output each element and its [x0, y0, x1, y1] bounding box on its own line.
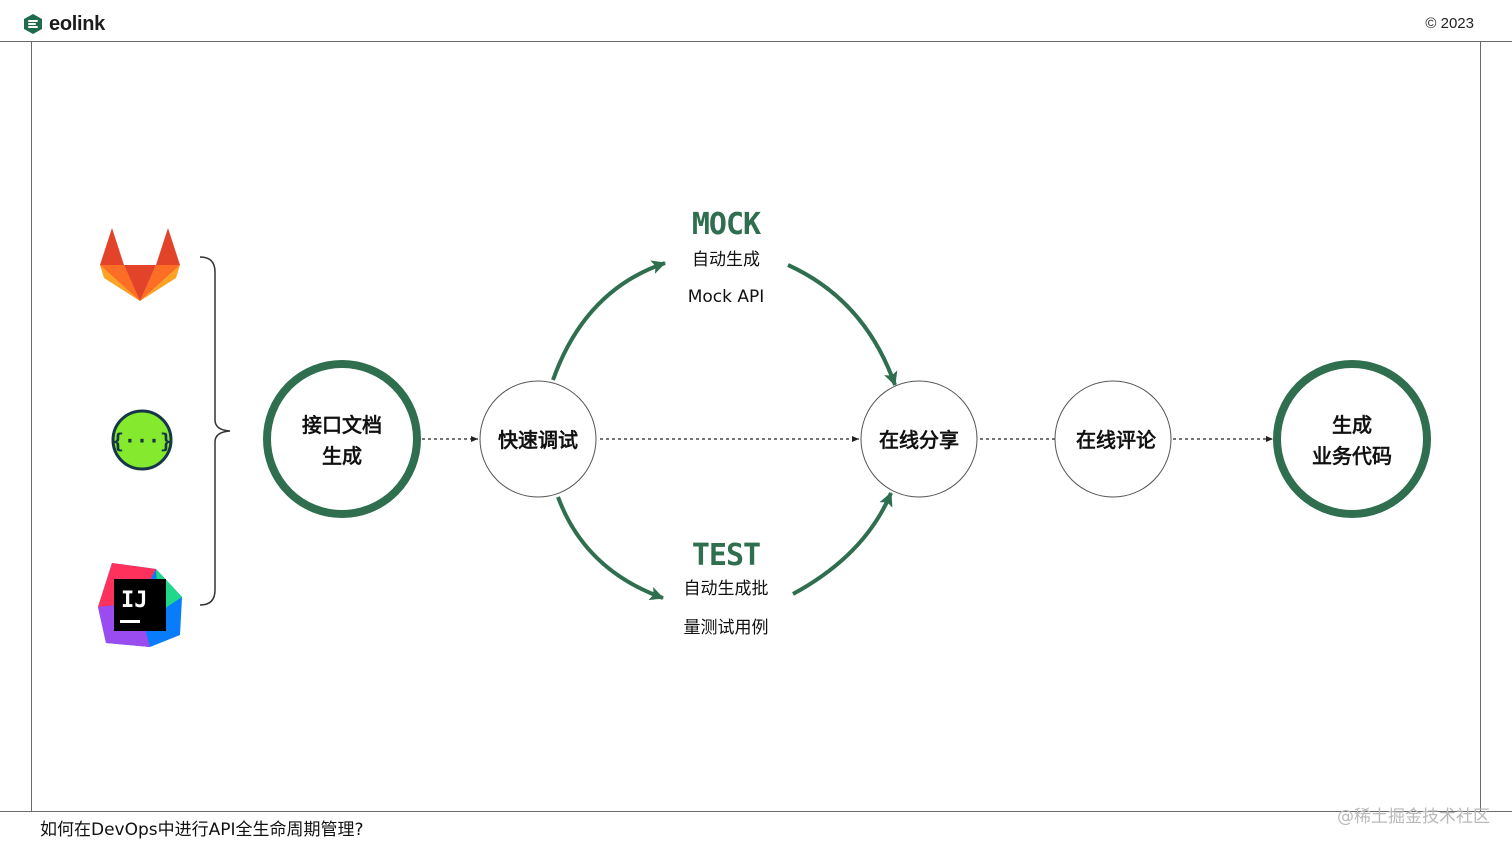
node-share-label: 在线分享: [879, 428, 959, 452]
test-line2: 量测试用例: [684, 618, 769, 638]
test-title: TEST: [692, 538, 760, 573]
brand-name: eolink: [49, 13, 105, 35]
mock-line1: 自动生成: [692, 250, 760, 270]
sources-brace: [199, 256, 231, 606]
eolink-logo: eolink: [22, 12, 105, 36]
gitlab-icon: [100, 228, 180, 301]
svg-text:{···}: {···}: [112, 429, 172, 453]
mock-title: MOCK: [692, 207, 761, 242]
swagger-icon: {···}: [111, 409, 173, 471]
node-business-code: 生成 业务代码: [1273, 360, 1431, 518]
intellij-icon: IJ: [98, 563, 182, 647]
mock-label-group: MOCK 自动生成 Mock API: [688, 207, 765, 307]
node-code-line1: 生成: [1332, 413, 1372, 437]
test-label-group: TEST 自动生成批 量测试用例: [684, 538, 769, 638]
node-doc-line1: 接口文档: [302, 413, 382, 437]
node-quick-debug: 快速调试: [479, 380, 597, 498]
node-comment-label: 在线评论: [1076, 428, 1157, 452]
node-online-share: 在线分享: [860, 380, 978, 498]
arrow-debug-to-mock: [551, 260, 666, 381]
mock-line2: Mock API: [688, 287, 765, 307]
arrow-debug-to-test: [556, 496, 664, 601]
arrow-mock-to-share: [787, 263, 898, 386]
eolink-logo-icon: [24, 14, 42, 34]
watermark: @稀土掘金技术社区: [1337, 807, 1490, 827]
test-line1: 自动生成批: [684, 579, 769, 599]
node-doc-line2: 生成: [322, 444, 362, 468]
node-doc-generation: 接口文档 生成: [263, 360, 421, 518]
slide-caption: 如何在DevOps中进行API全生命周期管理?: [40, 820, 364, 840]
intellij-badge-text: IJ: [121, 588, 148, 613]
node-debug-label: 快速调试: [498, 428, 578, 452]
copyright-text: © 2023: [1425, 15, 1474, 32]
node-code-line2: 业务代码: [1312, 444, 1392, 468]
node-online-comment: 在线评论: [1054, 380, 1172, 498]
arrow-test-to-share: [792, 492, 893, 596]
